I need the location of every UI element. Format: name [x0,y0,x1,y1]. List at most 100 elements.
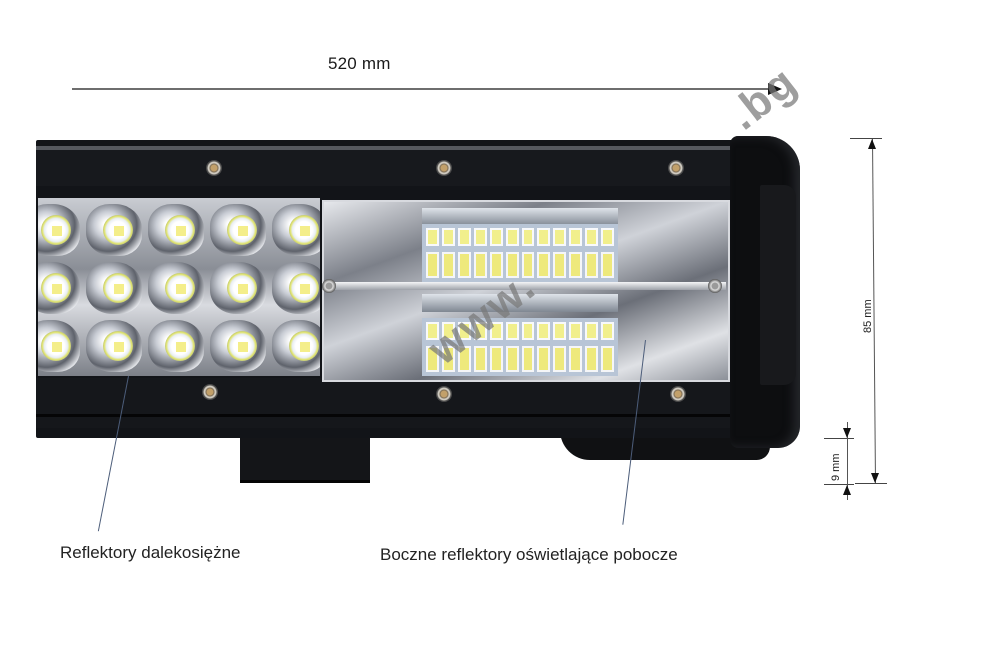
smd-led-icon [505,322,519,340]
smd-led-icon [473,252,487,278]
smd-led-icon [426,252,439,278]
smd-led-icon [569,322,583,340]
smd-led-icon [521,346,535,372]
bar-bottom-groove [36,414,746,417]
watermark-suffix: .bg [719,56,807,140]
screw-icon [206,160,222,176]
smd-led-icon [473,228,487,246]
reflector-lens-icon [86,262,142,314]
smd-led-icon [601,346,614,372]
spot-callout-label: Reflektory dalekosiężne [60,543,241,562]
smd-led-icon [505,346,519,372]
arrow-up-icon [843,485,851,495]
smd-led-icon [569,252,583,278]
smd-led-icon [505,252,519,278]
length-dimension-label: 520 mm [328,54,391,73]
arrow-down-icon [843,428,851,438]
smd-led-icon [521,228,535,246]
reflector-lens-icon [272,204,320,256]
led-strip-upper [422,224,618,282]
led-strip-cover [422,208,618,226]
smd-led-icon [457,252,471,278]
smd-led-icon [601,322,614,340]
height-dimension-bottom-tick [855,483,887,484]
screw-icon [668,160,684,176]
foot-dimension-line [847,422,848,500]
smd-led-icon [441,322,455,340]
screw-icon [436,160,452,176]
smd-led-icon [426,346,439,372]
reflector-lens-icon [210,204,266,256]
smd-led-icon [537,252,551,278]
reflector-lens-icon [38,320,80,372]
smd-led-icon [569,228,583,246]
smd-led-icon [537,346,551,372]
reflector-lens-icon [38,262,80,314]
smd-led-icon [473,346,487,372]
smd-led-icon [426,228,439,246]
foot-dimension-bottom-tick [824,484,854,485]
reflector-lens-icon [86,204,142,256]
led-strip-lower [422,318,618,376]
reflector-lens-icon [272,320,320,372]
flood-divider [322,282,726,290]
bar-bottom-rail [36,378,746,428]
screw-icon [708,279,722,293]
length-dimension-line [72,88,770,90]
smd-led-icon [601,228,614,246]
smd-led-icon [521,252,535,278]
foot-dimension-label: 9 mm [830,453,842,482]
smd-led-icon [569,346,583,372]
led-strip-cover [422,294,618,312]
endcap-facet [760,185,796,385]
smd-led-icon [553,322,567,340]
reflector-lens-icon [38,204,80,256]
reflector-lens-icon [148,320,204,372]
height-dimension-label: 85 mm [862,299,874,333]
smd-led-icon [553,228,567,246]
spot-reflector-panel [38,198,320,376]
screw-icon [322,279,336,293]
bar-top-edge [36,146,746,150]
smd-led-icon [489,322,503,340]
smd-led-icon [585,322,599,340]
reflector-lens-icon [210,262,266,314]
smd-led-icon [585,252,599,278]
spot-lens-grid [38,204,320,376]
mounting-bracket [240,430,370,483]
reflector-lens-icon [148,204,204,256]
smd-led-icon [457,346,471,372]
arrow-right-icon [768,83,782,95]
screw-icon [670,386,686,402]
screw-icon [436,386,452,402]
smd-led-icon [553,252,567,278]
smd-led-icon [521,322,535,340]
smd-led-icon [537,228,551,246]
smd-led-icon [489,252,503,278]
arrow-down-icon [871,473,879,483]
smd-led-icon [473,322,487,340]
smd-led-icon [441,346,455,372]
smd-led-icon [441,228,455,246]
foot-dimension-top-tick [824,438,854,439]
flood-callout-label: Boczne reflektory oświetlające pobocze [380,545,678,564]
smd-led-icon [505,228,519,246]
smd-led-icon [457,322,471,340]
smd-led-icon [553,346,567,372]
smd-led-icon [585,346,599,372]
smd-led-icon [426,322,439,340]
smd-led-icon [601,252,614,278]
smd-led-icon [489,228,503,246]
smd-led-icon [537,322,551,340]
height-dimension-top-tick [850,138,882,139]
smd-led-icon [585,228,599,246]
smd-led-icon [441,252,455,278]
bar-top-rail [36,150,746,186]
reflector-lens-icon [148,262,204,314]
smd-led-icon [489,346,503,372]
screw-icon [202,384,218,400]
reflector-lens-icon [86,320,142,372]
arrow-up-icon [868,139,876,149]
reflector-lens-icon [210,320,266,372]
reflector-lens-icon [272,262,320,314]
